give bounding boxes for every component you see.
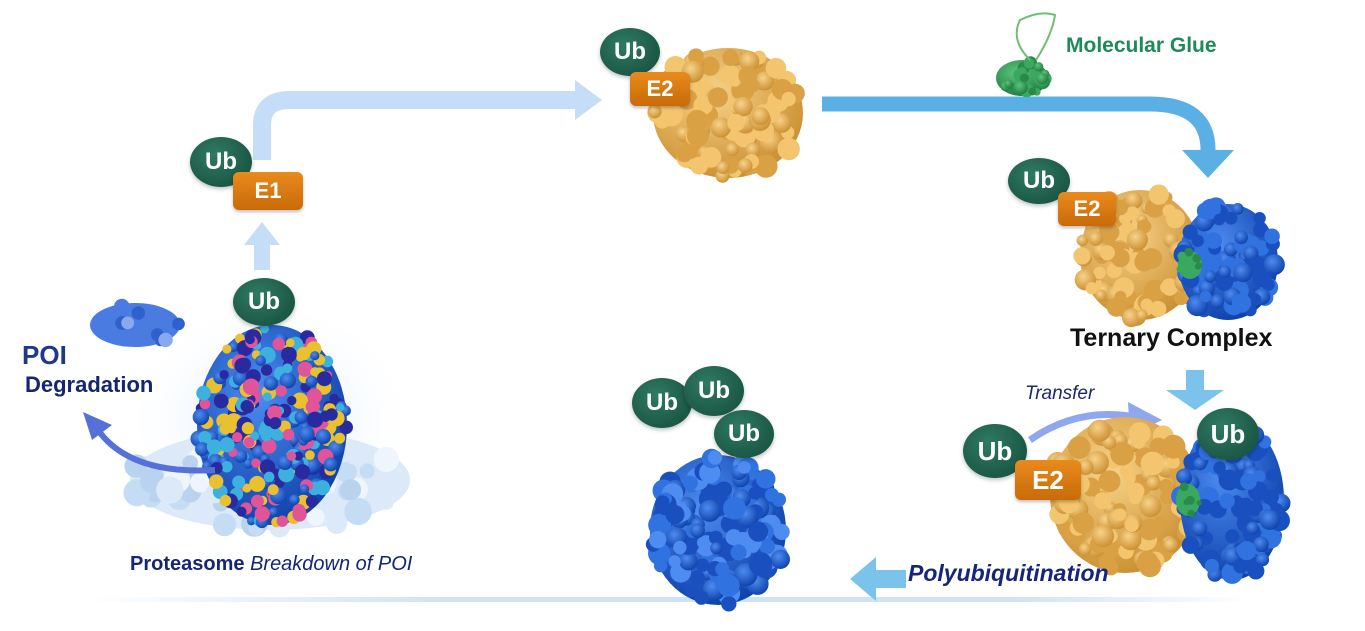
ub-chain-3: Ub xyxy=(714,410,774,458)
arrow-polyub-head xyxy=(850,557,876,601)
ub-chain-2: Ub xyxy=(684,366,744,416)
molecular-glue-loop xyxy=(1015,12,1057,61)
arrow-ternary-down-shaft xyxy=(1186,370,1204,392)
transfer-arrow xyxy=(1027,410,1141,443)
ub-transfer-target: Ub xyxy=(1197,408,1259,460)
proteasome-caption: Proteasome Breakdown of POI xyxy=(130,553,412,576)
arrow-polyub-shaft xyxy=(872,570,906,588)
e1-box: E1 xyxy=(233,172,303,210)
ub-e2: Ub xyxy=(600,28,660,76)
molecular-glue-label: Molecular Glue xyxy=(1066,34,1217,57)
molecular-glue xyxy=(996,56,1052,98)
glue-transfer xyxy=(1176,482,1202,518)
degradation-arrow-head xyxy=(83,412,112,440)
e2-protein xyxy=(647,48,805,183)
poi-label: POI xyxy=(22,340,67,370)
arrow-ub-to-e1-head xyxy=(244,222,280,245)
ub-chain-1: Ub xyxy=(632,378,692,428)
arrow-ternary-down-head xyxy=(1166,390,1224,410)
baseline xyxy=(90,597,1250,602)
ub-free: Ub xyxy=(233,278,295,326)
arrow-head-e2 xyxy=(575,80,602,120)
e2-box-transfer: E2 xyxy=(1015,460,1081,500)
poi-protein xyxy=(645,448,790,612)
e2-box-ternary: E2 xyxy=(1058,192,1116,226)
glue-ternary xyxy=(1176,247,1203,279)
transfer-label: Transfer xyxy=(1025,383,1095,404)
polyubiquitination-label: Polyubiquitination xyxy=(908,560,1109,586)
proteasome-caption-bold: Proteasome xyxy=(130,553,245,575)
degradation-label: Degradation xyxy=(25,372,154,397)
poi-fragments xyxy=(90,298,185,348)
arrow-e1-to-e2 xyxy=(253,91,580,160)
proteasome-caption-italic: Breakdown of POI xyxy=(250,553,413,575)
arrow-e2-to-ternary xyxy=(822,96,1216,158)
arrow-head-ternary xyxy=(1182,150,1234,178)
proteasome-complex xyxy=(190,324,353,529)
ternary-complex-label: Ternary Complex xyxy=(1070,324,1273,352)
arrow-ub-to-e1-shaft xyxy=(254,240,270,270)
degradation-arrow xyxy=(95,428,216,474)
e2-box: E2 xyxy=(630,72,690,106)
